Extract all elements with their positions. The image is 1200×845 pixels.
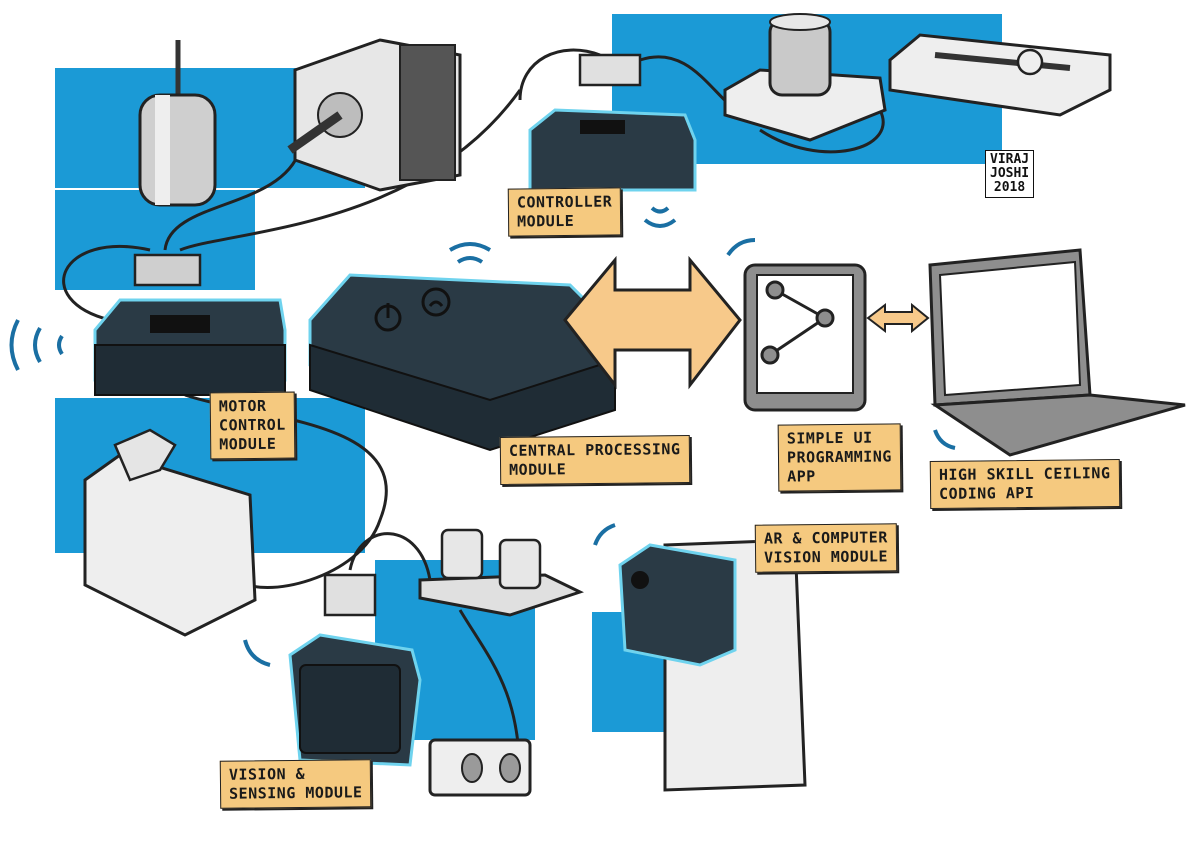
wireless-icon bbox=[448, 242, 492, 264]
wireless-icon bbox=[933, 429, 956, 450]
wireless-icon bbox=[643, 206, 677, 228]
tablet bbox=[743, 263, 867, 412]
vision-sensing-module bbox=[288, 633, 422, 767]
bidirectional-arrow bbox=[563, 255, 742, 390]
label-controller-module: CONTROLLER MODULE bbox=[507, 187, 622, 237]
wire bbox=[62, 244, 151, 322]
power-icon bbox=[374, 303, 402, 332]
wall-plug bbox=[428, 738, 532, 797]
wire bbox=[759, 109, 885, 154]
wire bbox=[179, 89, 522, 252]
label-central-processing-module: CENTRAL PROCESSING MODULE bbox=[499, 435, 690, 485]
share-icon bbox=[760, 280, 835, 365]
pin-header-left bbox=[133, 253, 202, 287]
stepper-motor bbox=[287, 38, 462, 192]
label-vision-sensing-module: VISION & SENSING MODULE bbox=[219, 759, 372, 809]
knob-controller bbox=[723, 13, 887, 142]
artist-signature: VIRAJ JOSHI 2018 bbox=[985, 150, 1035, 198]
servo-motor bbox=[83, 428, 257, 637]
label-simple-ui-app: SIMPLE UI PROGRAMMING APP bbox=[777, 423, 902, 492]
label-motor-control-module: MOTOR CONTROL MODULE bbox=[209, 391, 296, 460]
wireless-icon bbox=[726, 238, 756, 257]
slider-controller bbox=[888, 33, 1112, 117]
motor-control-module bbox=[93, 298, 287, 396]
wire bbox=[348, 532, 432, 581]
wifi-icon bbox=[421, 287, 451, 317]
ultrasonic-sensor bbox=[323, 528, 584, 617]
label-coding-api: HIGH SKILL CEILING CODING API bbox=[929, 459, 1120, 509]
wire bbox=[518, 48, 601, 101]
wireless-icon bbox=[593, 523, 616, 546]
ar-vision-module bbox=[618, 543, 737, 667]
dc-motor bbox=[138, 40, 217, 207]
central-processing-module bbox=[308, 273, 617, 452]
wireless-icon bbox=[243, 639, 271, 667]
camera-lens-icon bbox=[631, 571, 649, 589]
label-ar-vision-module: AR & COMPUTER VISION MODULE bbox=[754, 523, 898, 573]
small-bidirectional-arrow bbox=[866, 302, 930, 334]
wireless-icon bbox=[9, 319, 64, 371]
laptop bbox=[928, 248, 1186, 457]
wire bbox=[163, 149, 302, 251]
